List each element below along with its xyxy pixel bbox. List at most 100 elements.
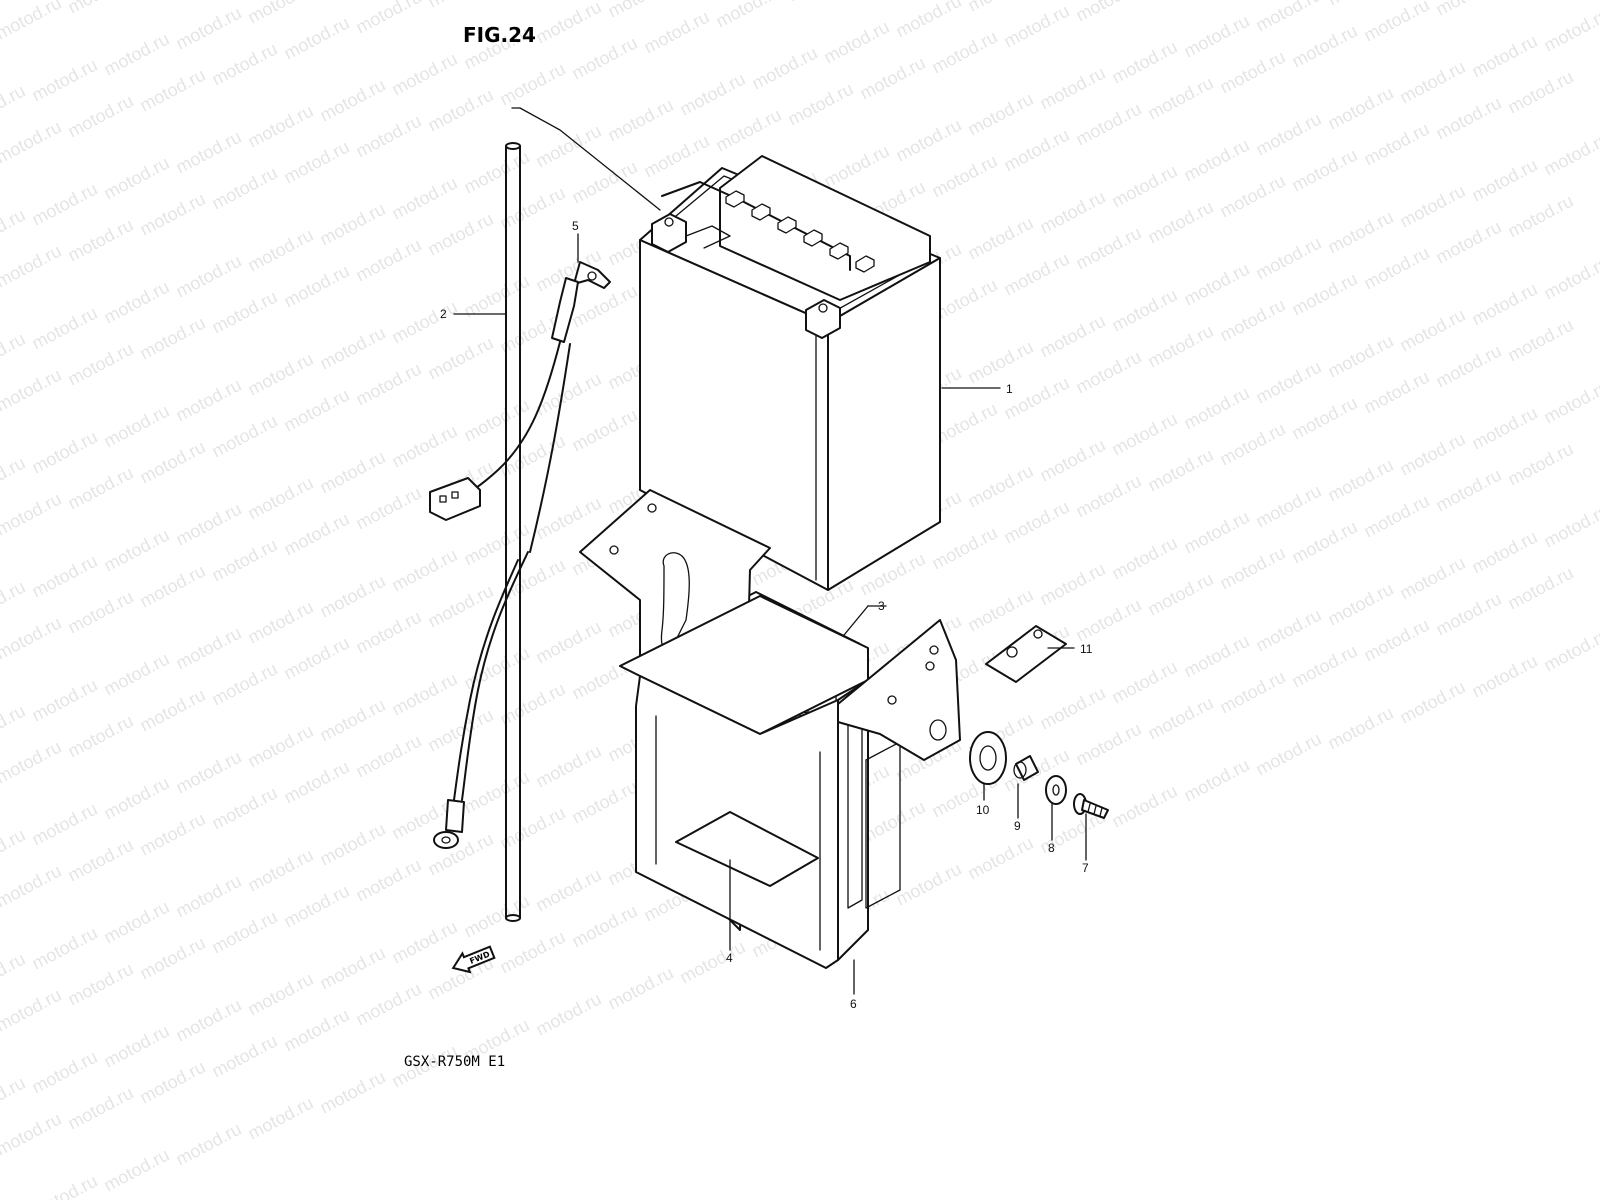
watermark-text: motod.ru [0, 985, 65, 1036]
watermark-text: motod.ru [0, 241, 65, 292]
watermark-text: motod.ru [676, 69, 748, 120]
model-label: GSX-R750M E1 [404, 1054, 505, 1070]
watermark-text: motod.ru [352, 111, 424, 162]
watermark-text: motod.ru [352, 607, 424, 658]
watermark-text: motod.ru [1216, 171, 1288, 222]
watermark-text: motod.ru [1144, 569, 1216, 620]
watermark-text: motod.ru [1036, 435, 1108, 486]
watermark-text: motod.ru [352, 855, 424, 906]
watermark-text: motod.ru [208, 1031, 280, 1082]
watermark-text: motod.ru [532, 0, 604, 48]
watermark-text: motod.ru [136, 561, 208, 612]
watermark-text: motod.ru [1216, 419, 1288, 470]
watermark-text: motod.ru [208, 411, 280, 462]
callout-7: 7 [1082, 861, 1089, 875]
watermark-text: motod.ru [244, 597, 316, 648]
watermark-text: motod.ru [64, 711, 136, 762]
watermark-text: motod.ru [1360, 243, 1432, 294]
watermark-text: motod.ru [1504, 563, 1576, 614]
watermark-text: motod.ru [352, 979, 424, 1030]
watermark-text: motod.ru [1216, 295, 1288, 346]
watermark-text: motod.ru [280, 137, 352, 188]
watermark-text: motod.ru [424, 0, 496, 12]
watermark-text: motod.ru [316, 447, 388, 498]
watermark-text: motod.ru [1396, 429, 1468, 480]
watermark-text: motod.ru [352, 359, 424, 410]
watermark-text: motod.ru [568, 901, 640, 952]
watermark-text: motod.ru [280, 757, 352, 808]
watermark-text: motod.ru [1216, 667, 1288, 718]
watermark-text: motod.ru [244, 349, 316, 400]
watermark-text: motod.ru [1396, 677, 1468, 728]
watermark-text: motod.ru [1108, 781, 1180, 832]
watermark-text: motod.ru [1000, 373, 1072, 424]
watermark-text: motod.ru [208, 783, 280, 834]
watermark-text: motod.ru [1216, 47, 1288, 98]
watermark-text: motod.ru [532, 741, 604, 792]
watermark-text: motod.ru [1036, 559, 1108, 610]
watermark-text: motod.ru [1468, 155, 1540, 206]
watermark-text: motod.ru [532, 121, 604, 172]
callout-6: 6 [850, 997, 857, 1011]
watermark-text: motod.ru [280, 509, 352, 560]
watermark-text: motod.ru [352, 483, 424, 534]
watermark-text: motod.ru [1432, 0, 1504, 20]
watermark-text: motod.ru [1288, 269, 1360, 320]
watermark-text: motod.ru [892, 859, 964, 910]
watermark-text: motod.ru [1108, 657, 1180, 708]
watermark-text: motod.ru [64, 91, 136, 142]
watermark-text: motod.ru [64, 0, 136, 18]
watermark-text: motod.ru [0, 577, 29, 628]
watermark-text: motod.ru [0, 701, 29, 752]
watermark-text: motod.ru [1072, 719, 1144, 770]
watermark-text: motod.ru [1216, 543, 1288, 594]
watermark-text: motod.ru [1324, 455, 1396, 506]
watermark-text: motod.ru [1252, 605, 1324, 656]
watermark-text: motod.ru [568, 777, 640, 828]
watermark-text: motod.ru [1360, 119, 1432, 170]
watermark-text: motod.ru [388, 545, 460, 596]
watermark-text: motod.ru [64, 463, 136, 514]
watermark-text: motod.ru [1396, 305, 1468, 356]
watermark-text: motod.ru [1324, 207, 1396, 258]
watermark-text: motod.ru [316, 199, 388, 250]
washer [1045, 775, 1067, 805]
watermark-text: motod.ru [568, 157, 640, 208]
watermark-text: motod.ru [280, 633, 352, 684]
watermark-text: motod.ru [0, 861, 65, 912]
watermark-text: motod.ru [0, 329, 29, 380]
watermark-text: motod.ru [0, 205, 29, 256]
watermark-text: motod.ru [28, 427, 100, 478]
watermark-text: motod.ru [1324, 83, 1396, 134]
watermark-text: motod.ru [0, 1073, 29, 1124]
watermark-text: motod.ru [460, 767, 532, 818]
watermark-text: motod.ru [1360, 615, 1432, 666]
watermark-text: motod.ru [1540, 377, 1600, 428]
watermark-text: motod.ru [208, 39, 280, 90]
watermark-text: motod.ru [172, 3, 244, 54]
watermark-text: motod.ru [316, 943, 388, 994]
watermark-text: motod.ru [244, 0, 316, 28]
watermark-text: motod.ru [1108, 161, 1180, 212]
watermark-text: motod.ru [460, 643, 532, 694]
watermark-text: motod.ru [1540, 253, 1600, 304]
watermark-text: motod.ru [676, 937, 748, 988]
watermark-text: motod.ru [1360, 0, 1432, 46]
watermark-text: motod.ru [496, 431, 568, 482]
watermark-text: motod.ru [280, 1005, 352, 1056]
watermark-text: motod.ru [100, 773, 172, 824]
watermark-text: motod.ru [0, 613, 65, 664]
watermark-text: motod.ru [100, 277, 172, 328]
watermark-text: motod.ru [1108, 285, 1180, 336]
watermark-text: motod.ru [892, 0, 964, 42]
watermark-text: motod.ru [1180, 135, 1252, 186]
watermark-text: motod.ru [1324, 703, 1396, 754]
watermark-text: motod.ru [28, 799, 100, 850]
watermark-text: motod.ru [928, 27, 1000, 78]
watermark-text: motod.ru [460, 395, 532, 446]
watermark-text: motod.ru [820, 17, 892, 68]
watermark-text: motod.ru [784, 0, 856, 6]
watermark-text: motod.ru [388, 297, 460, 348]
watermark-text: motod.ru [28, 551, 100, 602]
watermark-text: motod.ru [604, 95, 676, 146]
